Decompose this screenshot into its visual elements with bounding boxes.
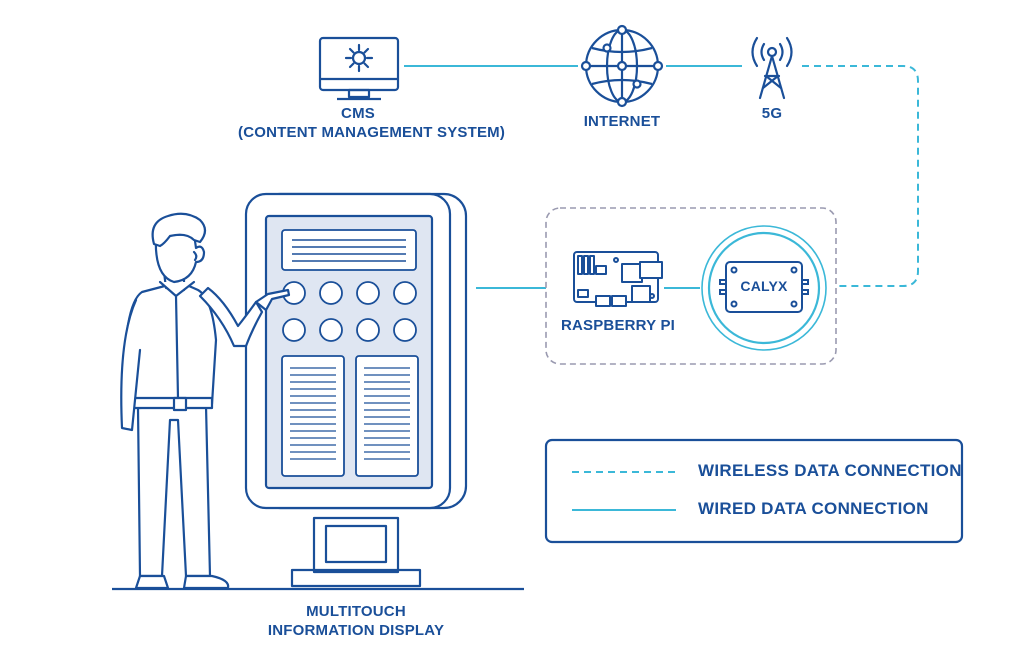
cms-label-line2: (CONTENT MANAGEMENT SYSTEM) bbox=[238, 124, 506, 141]
display-label-line2: INFORMATION DISPLAY bbox=[267, 622, 445, 639]
legend-box bbox=[544, 438, 964, 544]
kiosk-display-icon bbox=[244, 192, 468, 588]
cell-tower-icon bbox=[751, 36, 793, 100]
wireless-line-5g-calyx bbox=[802, 65, 919, 287]
gear-monitor-icon bbox=[318, 36, 400, 101]
display-label-line1: MULTITOUCH bbox=[306, 603, 406, 620]
circuit-board-icon bbox=[573, 251, 663, 307]
display-label: MULTITOUCH INFORMATION DISPLAY bbox=[256, 602, 456, 640]
calyx-label: CALYX bbox=[740, 278, 788, 294]
fiveg-label: 5G bbox=[761, 105, 783, 122]
raspberry-label: RASPBERRY PI bbox=[560, 317, 676, 334]
legend-wired-label: WIRED DATA CONNECTION bbox=[698, 499, 929, 518]
raspberry-calyx-group bbox=[545, 207, 837, 365]
legend-wireless-label: WIRELESS DATA CONNECTION bbox=[698, 461, 962, 480]
internet-label: INTERNET bbox=[583, 113, 661, 130]
calyx-module-icon bbox=[701, 225, 827, 351]
cms-label-line1: CMS bbox=[341, 105, 375, 122]
globe-network-icon bbox=[580, 24, 664, 108]
person-figure bbox=[120, 212, 291, 590]
cms-label: CMS (CONTENT MANAGEMENT SYSTEM) bbox=[238, 104, 506, 142]
